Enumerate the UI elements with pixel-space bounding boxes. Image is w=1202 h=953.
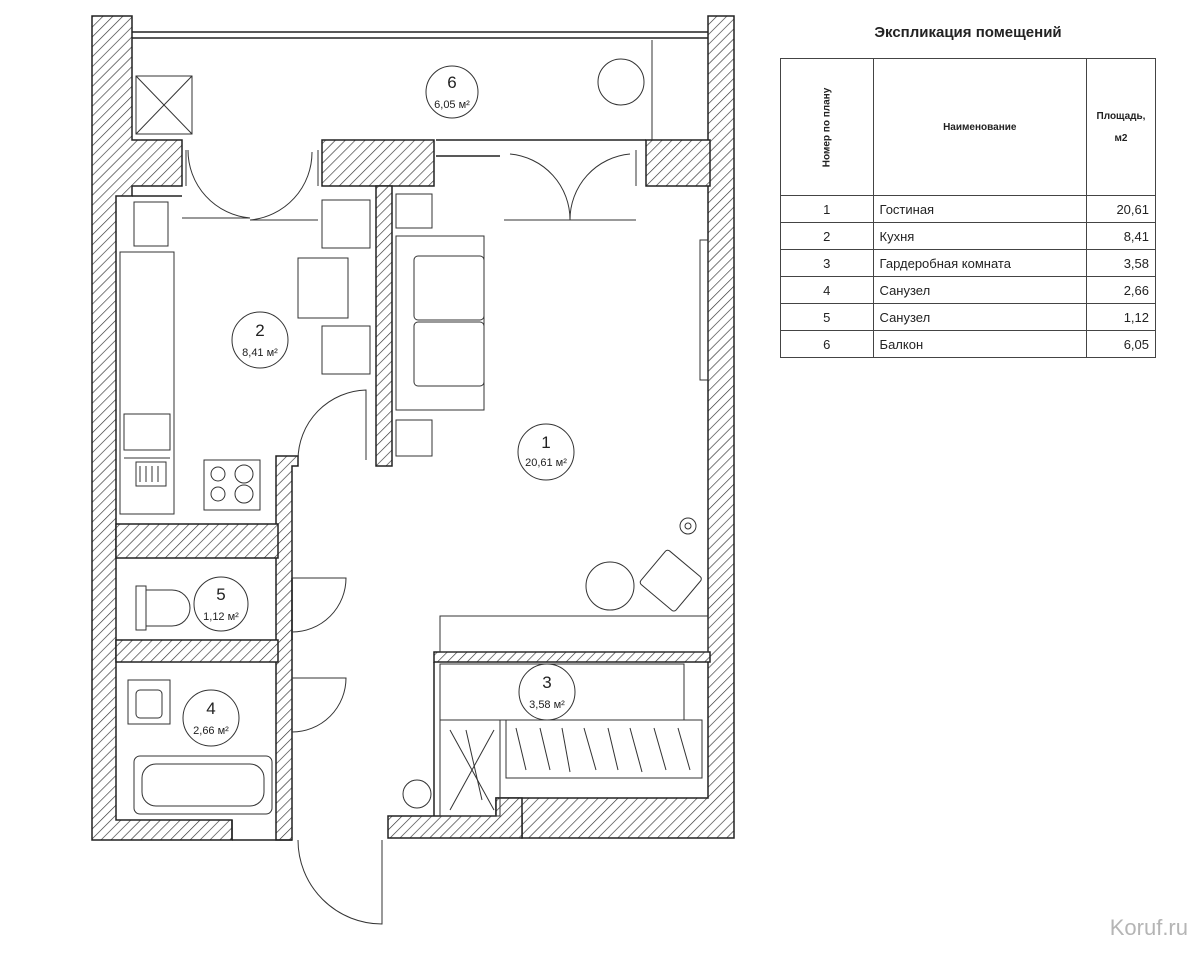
doors bbox=[182, 149, 637, 925]
header-area: Площадь,м2 bbox=[1086, 58, 1156, 196]
header-name: Наименование bbox=[872, 58, 1088, 196]
room-4-area: 2,66 м² bbox=[193, 725, 229, 737]
room-6-number: 6 bbox=[447, 73, 456, 92]
wall-bottom-entry bbox=[387, 797, 523, 839]
room-label-2 bbox=[231, 311, 289, 369]
table-row: 1 Гостиная 20,61 bbox=[780, 195, 1156, 223]
room-4-number: 4 bbox=[206, 699, 215, 718]
table-row: 2 Кухня 8,41 bbox=[780, 222, 1156, 250]
watermark: Koruf.ru bbox=[1109, 915, 1188, 940]
room-label-3 bbox=[518, 663, 576, 721]
wall-wardrobe-top bbox=[433, 651, 711, 663]
header-number: Номер по плану bbox=[780, 58, 874, 196]
wall-wc-divider bbox=[115, 639, 279, 663]
room-6-area: 6,05 м² bbox=[434, 99, 470, 111]
balcony-box bbox=[135, 75, 193, 135]
wall-balcony-center bbox=[321, 139, 435, 187]
room-3-area: 3,58 м² bbox=[529, 699, 565, 711]
walls bbox=[91, 15, 735, 841]
inner-lines bbox=[132, 31, 708, 841]
wall-living-partition bbox=[375, 185, 393, 467]
table-row: 6 Балкон 6,05 bbox=[780, 330, 1156, 358]
balcony-furniture bbox=[135, 40, 653, 140]
room-labels bbox=[182, 65, 576, 747]
kitchen-furniture bbox=[119, 199, 371, 515]
table-row: 3 Гардеробная комната 3,58 bbox=[780, 249, 1156, 277]
room-5-number: 5 bbox=[216, 585, 225, 604]
wall-shaft bbox=[115, 523, 279, 559]
room-5-area: 1,12 м² bbox=[203, 611, 239, 623]
room-1-area: 20,61 м² bbox=[525, 457, 567, 469]
table-row: 5 Санузел 1,12 bbox=[780, 303, 1156, 331]
room-3-number: 3 bbox=[542, 673, 551, 692]
room-2-area: 8,41 м² bbox=[242, 347, 278, 359]
room-label-1 bbox=[517, 423, 575, 481]
balcony-table bbox=[597, 58, 645, 106]
bathroom-furniture bbox=[127, 585, 273, 815]
room-1-number: 1 bbox=[541, 433, 550, 452]
wall-bath-right bbox=[275, 455, 299, 841]
table-row: 4 Санузел 2,66 bbox=[780, 276, 1156, 304]
room-2-number: 2 bbox=[255, 321, 264, 340]
living-furniture bbox=[395, 193, 709, 653]
wardrobe-furniture bbox=[402, 663, 703, 817]
wall-balcony-right bbox=[645, 139, 711, 187]
explication-title: Экспликация помещений bbox=[874, 24, 1062, 41]
room-label-6 bbox=[425, 65, 479, 119]
room-label-4 bbox=[182, 689, 240, 747]
explication-table: Номер по плану Наименование Площадь,м2 1… bbox=[780, 58, 1156, 358]
room-label-5 bbox=[193, 576, 249, 632]
